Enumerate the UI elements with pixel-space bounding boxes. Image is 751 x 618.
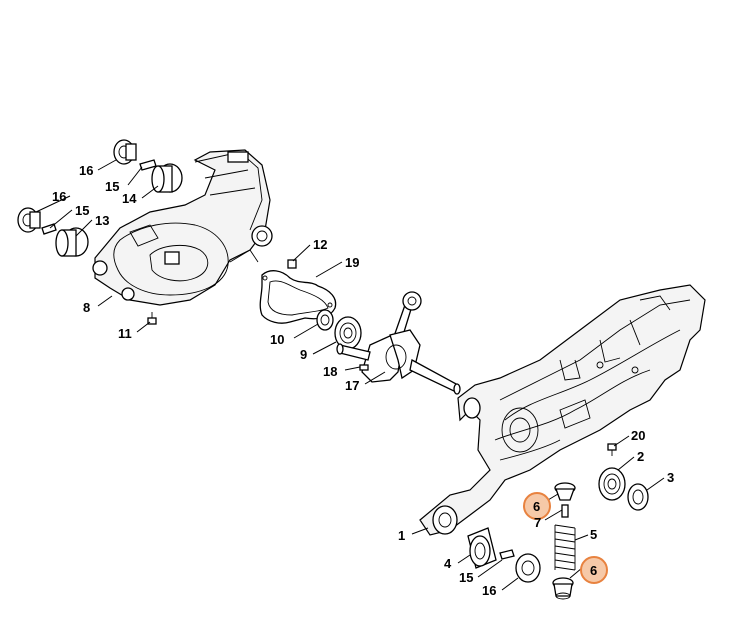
callout-12: 12 <box>313 237 327 252</box>
callout-1: 1 <box>398 528 405 543</box>
callout-10: 10 <box>270 332 284 347</box>
pin-7 <box>561 504 569 518</box>
callout-6-highlight-circle <box>580 556 608 584</box>
bearing-9 <box>334 316 362 350</box>
callout-20: 20 <box>631 428 645 443</box>
callout-16: 16 <box>52 189 66 204</box>
leader-lines <box>35 159 665 591</box>
callout-7: 7 <box>534 515 541 530</box>
callout-18: 18 <box>323 364 337 379</box>
av-mount-left <box>17 207 89 257</box>
plug-6-upper <box>554 482 576 501</box>
key-18 <box>359 364 369 371</box>
callout-labels: 16 15 14 16 15 13 8 11 12 19 10 9 18 17 … <box>52 163 674 598</box>
callout-19: 19 <box>345 255 359 270</box>
oil-seal-3 <box>627 483 649 511</box>
callout-15: 15 <box>459 570 473 585</box>
callout-5: 5 <box>590 527 597 542</box>
crankcase-half-left <box>92 149 273 306</box>
screw-11 <box>147 312 157 325</box>
callout-15: 15 <box>75 203 89 218</box>
callout-6: 6 <box>533 499 540 514</box>
crankcase-half-right <box>419 284 706 536</box>
callout-14: 14 <box>122 191 137 206</box>
av-mount-upper <box>113 139 183 193</box>
callout-17: 17 <box>345 378 359 393</box>
callout-16: 16 <box>482 583 496 598</box>
callout-8: 8 <box>83 300 90 315</box>
oil-seal-10 <box>316 309 334 331</box>
callout-6: 6 <box>590 563 597 578</box>
callout-13: 13 <box>95 213 109 228</box>
callout-9: 9 <box>300 347 307 362</box>
screw-20 <box>607 443 617 456</box>
callout-6-highlight-circle <box>523 492 551 520</box>
crankshaft-17 <box>336 291 461 395</box>
callout-15: 15 <box>105 179 119 194</box>
callout-2: 2 <box>637 449 644 464</box>
av-mount-bottom <box>467 527 541 583</box>
plug-6-lower <box>552 577 574 600</box>
callout-11: 11 <box>118 326 132 341</box>
callout-4: 4 <box>444 556 452 571</box>
callout-3: 3 <box>667 470 674 485</box>
plug-12 <box>287 259 297 269</box>
spring-5 <box>554 524 576 571</box>
bearing-2 <box>598 467 626 501</box>
callout-16: 16 <box>79 163 93 178</box>
gasket-19 <box>259 270 337 324</box>
